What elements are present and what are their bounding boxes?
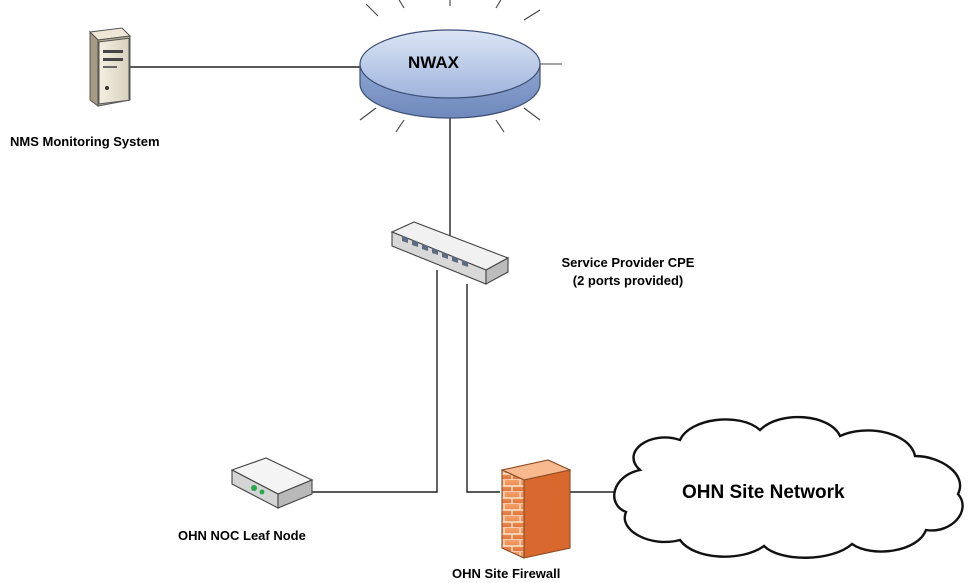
router-icon xyxy=(230,457,314,509)
network-hub-icon xyxy=(359,0,562,133)
nwax-label: NWAX xyxy=(408,53,459,72)
firewall-label: OHN Site Firewall xyxy=(452,566,561,581)
firewall-icon xyxy=(500,459,572,559)
cloud-label: OHN Site Network xyxy=(682,482,845,503)
cloud-icon xyxy=(613,415,964,559)
server-icon xyxy=(88,27,132,107)
cpe-label: Service Provider CPE (2 ports provided) xyxy=(518,255,738,288)
switch-icon xyxy=(390,221,510,285)
leaf-label: OHN NOC Leaf Node xyxy=(178,528,306,543)
connection-lines xyxy=(128,66,622,493)
cpe-label-line2: (2 ports provided) xyxy=(572,273,684,288)
nms-label: NMS Monitoring System xyxy=(10,134,160,149)
link-cpe-firewall xyxy=(466,284,500,493)
cpe-label-line1: Service Provider CPE xyxy=(561,255,695,270)
link-cpe-leaf xyxy=(304,270,438,493)
status-led-icon xyxy=(251,485,257,491)
